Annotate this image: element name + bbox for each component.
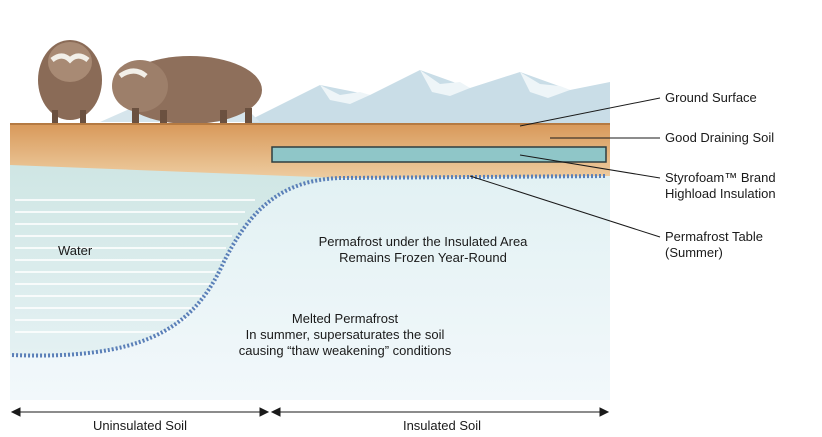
insulation-label: Styrofoam™ Brand Highload Insulation — [665, 170, 776, 202]
insulation-label-line2: Highload Insulation — [665, 186, 776, 201]
musk-ox-right-icon — [112, 56, 262, 124]
water-label: Water — [58, 243, 93, 258]
callout-lines — [469, 97, 661, 238]
insulated-soil-label: Insulated Soil — [402, 418, 482, 433]
insulation-label-line1: Styrofoam™ Brand — [665, 170, 776, 185]
melted-label-line1: Melted Permafrost — [291, 311, 399, 326]
water-stripes — [15, 199, 255, 333]
frozen-permafrost-label: Permafrost under the Insulated Area Rema… — [288, 234, 558, 266]
permafrost-table-line — [11, 174, 607, 358]
melted-label-line3: causing “thaw weakening” conditions — [238, 343, 452, 358]
permafrost-table-label-line1: Permafrost Table — [665, 229, 764, 244]
dimension-arrows — [10, 407, 610, 417]
melted-label-line2: In summer, supersaturates the soil — [245, 327, 445, 342]
permafrost-area — [10, 176, 610, 400]
frozen-label-line1: Permafrost under the Insulated Area — [318, 234, 528, 249]
permafrost-table-label-line2: (Summer) — [665, 245, 723, 260]
melted-permafrost-label: Melted Permafrost In summer, supersatura… — [225, 311, 465, 359]
good-draining-soil-label: Good Draining Soil — [665, 130, 775, 145]
permafrost-table-label: Permafrost Table (Summer) — [665, 229, 763, 261]
insulation-board — [271, 146, 607, 163]
ground-surface-label: Ground Surface — [665, 90, 757, 105]
uninsulated-soil-label: Uninsulated Soil — [93, 418, 187, 433]
musk-ox-left-icon — [38, 40, 102, 124]
frozen-label-line2: Remains Frozen Year-Round — [339, 250, 507, 265]
